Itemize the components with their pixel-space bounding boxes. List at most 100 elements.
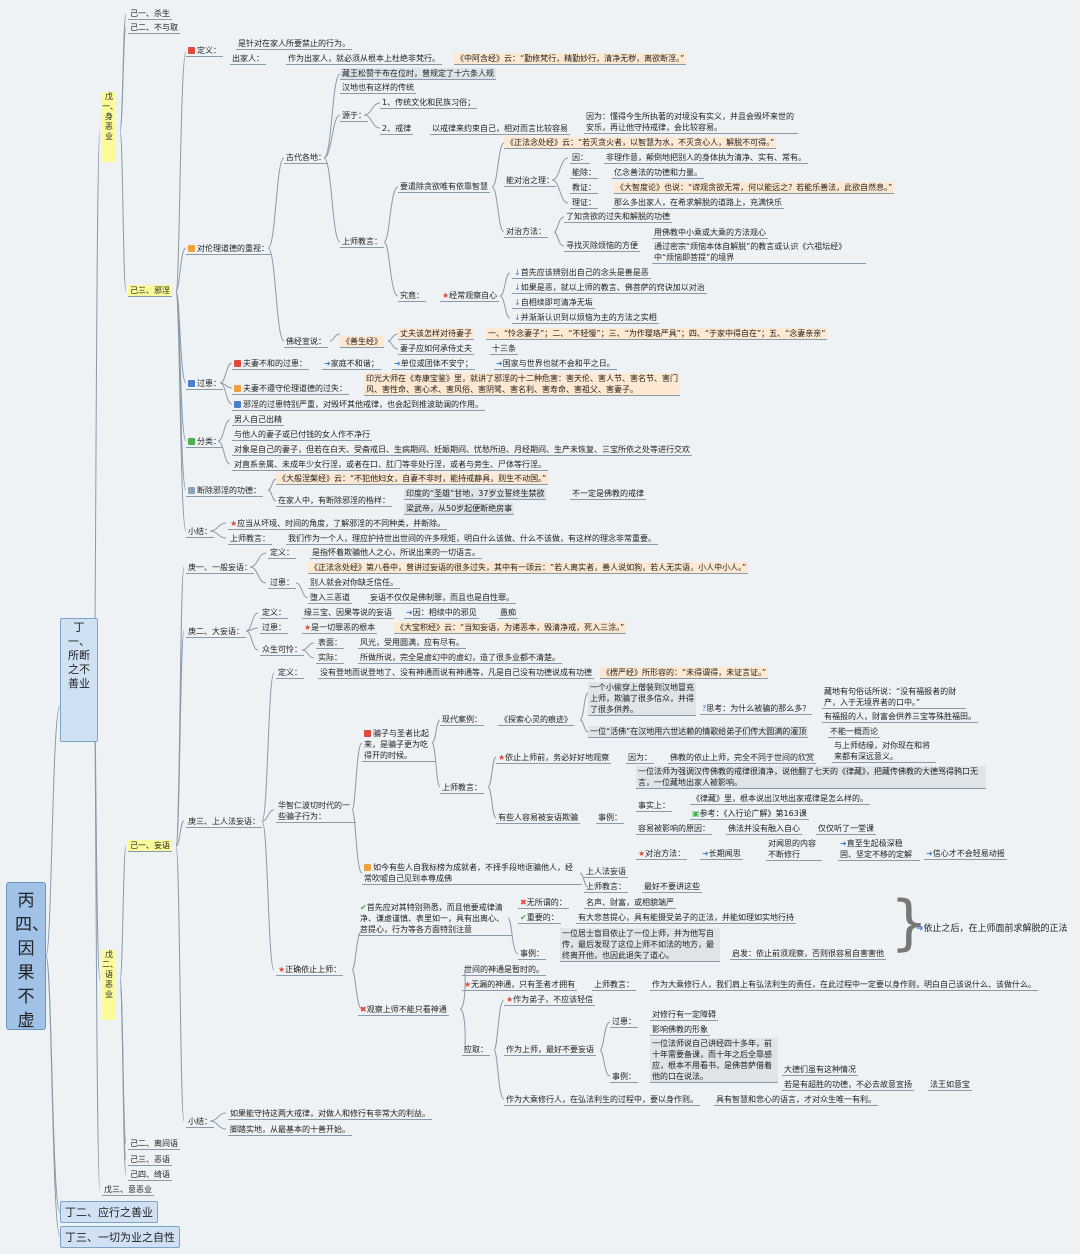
node-fl4[interactable]: 对直系亲属、未成年少女行淫，或者在口、肛门等非处行淫，或者与旁生、尸体等行淫。 <box>232 460 548 471</box>
node-g2-shi[interactable]: 实际： <box>316 653 344 664</box>
node-zuowei2[interactable]: 作为上师，最好不要妄语 <box>504 1045 596 1056</box>
node-zhengque[interactable]: ★正确依止上师： <box>276 965 344 976</box>
node-chujia-text[interactable]: 作为出家人，就必须从根本上杜绝非梵行。 <box>286 54 442 65</box>
node-duanchu[interactable]: 断除邪淫的功德： <box>186 485 263 497</box>
node-g2-ke[interactable]: 众生可怜： <box>260 645 304 656</box>
node-g2-dingyi-b[interactable]: ➜因：相续中的邪见 <box>404 608 479 619</box>
node-guo-label[interactable]: 过患： <box>610 1017 638 1028</box>
node-zhangfu-text[interactable]: 一、“怜念妻子”；二、“不轻慢”；三、“为作璎珞严具”；四、“于家中得自在”；五… <box>486 328 828 340</box>
node-wangyu-xj2[interactable]: 脚踏实地，从最基本的十善开始。 <box>228 1125 352 1136</box>
node-g1-guo2[interactable]: 别人就会对你缺乏信任。 <box>308 578 400 589</box>
node-zuowei[interactable]: ★作为弟子，不应该轻信 <box>504 995 596 1006</box>
node-dingyi[interactable]: 定义： <box>186 45 223 57</box>
node-shouxian[interactable]: ✔首先应对其特别熟悉，而且他要戒律清净、谦虚谨慎、表里如一，具有出离心、菩提心，… <box>358 902 512 936</box>
node-guan4[interactable]: ↓并渐渐认识到以烦恼为主的方法之实相 <box>512 313 659 324</box>
node-shili3-c[interactable]: 法王如意宝 <box>928 1080 972 1091</box>
node-xj2[interactable]: 上师教言： <box>228 534 272 545</box>
node-yinwei-b[interactable]: 与上师结缘，对你现在和将来都有深远意义。 <box>832 740 936 763</box>
node-cankao[interactable]: ▣参考：《入行论广解》第163课 <box>690 809 809 820</box>
node-g1-dingyi[interactable]: 定义： <box>268 548 296 559</box>
node-dc2b[interactable]: 梁武帝，从50岁起便断绝房事 <box>404 503 515 515</box>
node-wu3[interactable]: 戊三、意恶业 <box>102 1185 154 1196</box>
node-fl1[interactable]: 男人自己出精 <box>232 415 284 426</box>
node-sikao[interactable]: ?思考：为什么被骗的那么多？ <box>700 704 813 715</box>
node-yuan2[interactable]: 2、戒律 <box>380 124 414 135</box>
node-gh2-text[interactable]: 印光大师在《寿康宝鉴》里，就讲了邪淫的十二种危害：害天伦、害人节、害名节、害门风… <box>364 373 680 396</box>
node-jiujing-star[interactable]: ★经常观察自心 <box>440 291 500 302</box>
node-wulou[interactable]: ★无漏的神通，只有圣者才拥有 <box>462 980 578 991</box>
node-guancha[interactable]: ✖观察上师不能只看神通 <box>358 1005 449 1016</box>
node-yingqu[interactable]: 应取： <box>462 1045 490 1056</box>
node-youxie[interactable]: 有些人容易被妄语欺骗 <box>496 813 580 824</box>
node-dc1[interactable]: 《大般涅槃经》云：“不犯他妇女，自妻不非时，能持戒静具，则生不动国。” <box>276 473 549 485</box>
node-duizhi-star[interactable]: ★对治方法： <box>636 849 688 860</box>
node-g3-dingyi-quote[interactable]: 《楞严经》所形容的：“未得谓得，未证言证。” <box>600 667 769 679</box>
node-ji-qiyu[interactable]: 己四、绮语 <box>128 1170 172 1181</box>
node-brace-note[interactable]: ➜依止之后，在上师面前求解脱的正法 <box>916 924 1068 934</box>
node-shili2-label[interactable]: 事例： <box>518 949 546 960</box>
node-dasheng[interactable]: 作为大乘修行人，在弘法利生的过程中，要以身作则。 <box>504 1095 700 1106</box>
node-shangshi2[interactable]: 上师教言： <box>584 882 628 893</box>
node-fl2[interactable]: 与他人的妻子或已付钱的女人作不净行 <box>232 430 372 441</box>
node-guo1[interactable]: 对修行有一定障碍 <box>650 1010 718 1021</box>
node-sikao-b[interactable]: 有福报的人，财富会供养三宝等殊胜福田。 <box>822 712 978 723</box>
node-g1-guo3[interactable]: 堕入三恶道 <box>308 593 352 604</box>
node-guan1[interactable]: ↓首先应该辨别出自己的念头是善是恶 <box>512 268 651 279</box>
node-g2-biao[interactable]: 表面： <box>316 638 344 649</box>
node-shansheng[interactable]: 《善生经》 <box>340 336 384 348</box>
node-zhongyao[interactable]: ✔重要的： <box>518 913 561 924</box>
node-shili1[interactable]: 一位法师为强调汉传佛教的戒律很清净，说他翻了七天的《律藏》，把藏传佛教的大德骂得… <box>636 766 986 789</box>
node-ding1[interactable]: 丁一、所断之不善业 <box>60 618 98 742</box>
node-gh1a[interactable]: ➜家庭不和谐； <box>322 359 381 370</box>
node-dingyi-text[interactable]: 是针对在家人所要禁止的行为。 <box>236 39 352 50</box>
node-xiandai[interactable]: 现代案例： <box>440 715 484 726</box>
root-node[interactable]: 丙四、因果不虚 <box>6 882 49 1031</box>
node-g1-guo1[interactable]: 《正法念处经》第八卷中，曾讲过妄语的很多过失，其中有一颂云：“若人离实者，善人说… <box>308 562 749 574</box>
node-wangyu-xj1[interactable]: 如果能守持这两大戒律，对做人和修行有非常大的利益。 <box>228 1109 432 1120</box>
node-duizhi2b[interactable]: 通过密宗“烦恼本体自解脱”的教言或认识《六祖坛经》中“烦恼即菩提”的境界 <box>652 241 866 264</box>
node-gh1[interactable]: 夫妻不和的过患： <box>232 358 309 370</box>
node-zhengfa-quote[interactable]: 《正法念处经》云：“若灭贪火者，以智慧为水，不灭贪心人，解脱不可得。” <box>504 137 777 149</box>
node-shishi[interactable]: 事实上： <box>636 801 672 812</box>
node-yinwei-text[interactable]: 佛教的依止上师，完全不同于世间的欣赏 <box>668 753 816 764</box>
node-xiaojie[interactable]: 小结： <box>186 527 214 538</box>
node-g2-guo-quote[interactable]: 《大宝积经》云：“当知妄语，为诸恶本，毁清净戒，死入三涂。” <box>394 622 627 634</box>
node-jiaozheng[interactable]: 教证： <box>570 183 598 194</box>
node-g1-guo3b[interactable]: 妄语不仅仅是佛制罪，而且也是自性罪。 <box>368 593 516 604</box>
node-duizhi1[interactable]: 了知贪欲的过失和解脱的功德 <box>564 212 672 223</box>
node-ji-lijian[interactable]: 己二、离间语 <box>128 1139 180 1150</box>
node-geng3[interactable]: 庚三、上人法妄语： <box>186 817 262 828</box>
node-shijian[interactable]: 世间的神通是暂时的。 <box>462 965 546 976</box>
node-shili3[interactable]: 一位法师说自己讲经四十多年，前十年需要备课，而十年之后全靠感应，根本不用看书，是… <box>650 1038 778 1083</box>
node-duizhi-b[interactable]: 对闻思的内容不断修行 <box>766 838 822 861</box>
node-ji-eyu[interactable]: 己三、恶语 <box>128 1155 172 1166</box>
node-g2-shi-text[interactable]: 所做所说，完全是虚幻中的虚幻，造了很多业都不清楚。 <box>358 653 562 664</box>
node-qizi-text[interactable]: 十三条 <box>490 344 518 355</box>
node-duizhi-d[interactable]: ➜信心才不会轻易动摇 <box>924 849 1007 860</box>
node-shili3-label[interactable]: 事例： <box>610 1072 638 1083</box>
node-jiujing[interactable]: 究竟： <box>398 291 426 302</box>
node-ruxie[interactable]: 如今有些人自我标榜为成就者，不择手段地诓骗他人，经常吹嘘自己见到本尊成佛 <box>362 862 582 885</box>
node-dc2[interactable]: 在家人中，有断除邪淫的楷样： <box>276 496 392 507</box>
node-chujia-quote[interactable]: 《中阿含经》云：“勤修梵行，精勤妙行，清净无秽，离欲断淫。” <box>454 53 687 65</box>
node-neng[interactable]: 能对治之理： <box>504 176 556 187</box>
node-foujing[interactable]: 佛经宣说： <box>284 337 328 348</box>
node-duizhi-c[interactable]: ➜直至生起极深稳固、坚定不移的定解 <box>838 838 920 861</box>
node-g1-guo[interactable]: 过患： <box>268 578 296 589</box>
node-wusuowei[interactable]: ✖无所谓的： <box>518 898 569 909</box>
node-gh3[interactable]: 邪淫的过患特别严重，对毁坏其他戒律，也会起到推波助澜的作用。 <box>232 399 485 411</box>
node-fl3[interactable]: 对象是自己的妻子，但若在白天、受斋戒日、生病期间、妊娠期间、忧愁所迫、月经期间、… <box>232 445 692 456</box>
node-g2-dingyi-text[interactable]: 缘三宝、因果等说的妄语 <box>302 608 394 619</box>
node-rongyi[interactable]: 容易被影响的原因： <box>636 824 712 835</box>
node-lizheng[interactable]: 理证： <box>570 198 598 209</box>
node-geng1[interactable]: 庚一、一般妄语： <box>186 563 254 574</box>
node-chu[interactable]: 能除： <box>570 168 598 179</box>
node-g1-dingyi-text[interactable]: 是指怀着欺骗他人之心，所说出来的一切语言。 <box>310 548 482 559</box>
node-yuan1[interactable]: 1、传统文化和民族习俗； <box>380 98 478 109</box>
node-zhangfu[interactable]: 丈夫该怎样对待妻子 <box>398 328 474 340</box>
node-shangshi[interactable]: 上师教言： <box>340 237 384 248</box>
node-gh2[interactable]: 夫妻不遵守伦理道德的过失： <box>232 383 349 395</box>
node-jiaozheng-text[interactable]: 《大智度论》也说：“谛观贪欲无常，何以能远之？若能乐善法，此欲自然息。” <box>614 182 895 194</box>
node-gh1c[interactable]: ➜国家与世界也就不会和平之日。 <box>494 359 617 370</box>
node-yao[interactable]: 要遣除贪欲唯有依靠智慧 <box>398 182 490 193</box>
